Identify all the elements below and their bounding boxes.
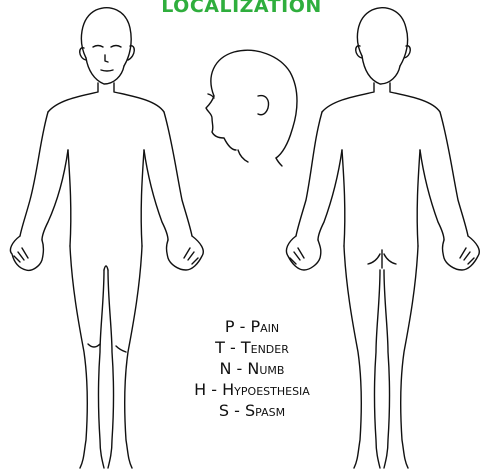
page-title: LOCALIZATION <box>0 0 483 17</box>
legend-item-numb: N - Numb <box>157 358 347 379</box>
legend-item-spasm: S - Spasm <box>157 400 347 421</box>
legend-item-pain: P - Pain <box>157 316 347 337</box>
legend-item-hypoesthesia: H - Hypoesthesia <box>157 379 347 400</box>
legend-item-tender: T - Tender <box>157 337 347 358</box>
legend: P - Pain T - Tender N - Numb H - Hypoest… <box>157 316 347 421</box>
head-profile-figure <box>206 50 297 166</box>
